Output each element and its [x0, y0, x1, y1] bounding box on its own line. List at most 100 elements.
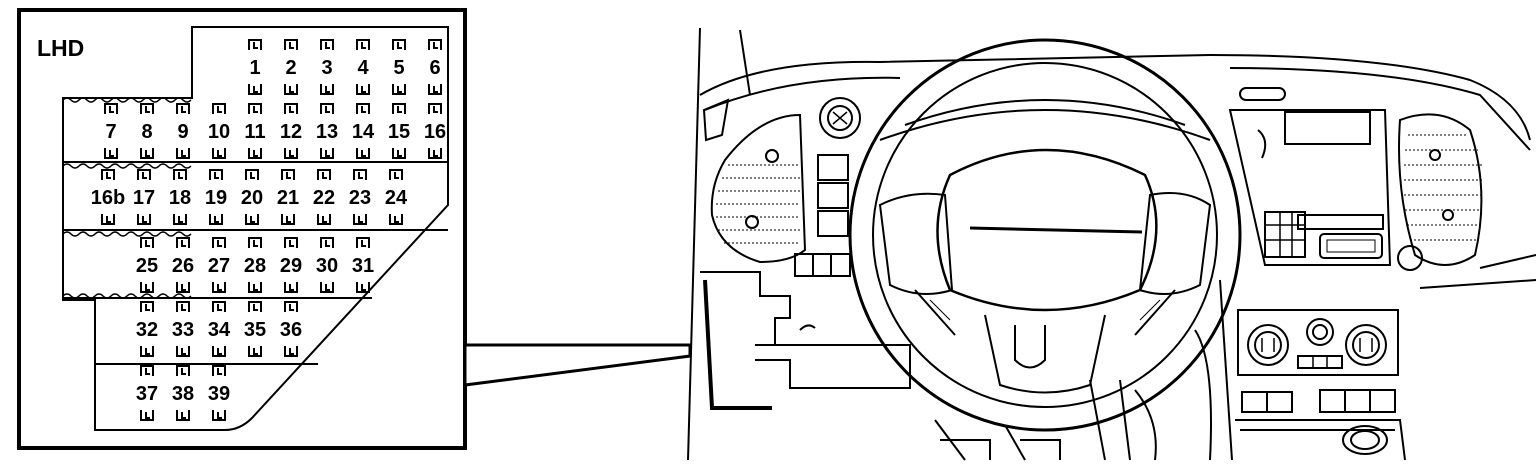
fuse-number: 30	[316, 255, 338, 277]
fuse-terminal	[389, 169, 403, 180]
fuse-terminal	[140, 410, 154, 421]
fuse-number: 23	[349, 187, 371, 209]
fuse-slot: 30	[316, 237, 338, 293]
fuse-slot: 22	[313, 169, 335, 225]
fuse-terminal	[248, 282, 262, 293]
fuse-number: 20	[241, 187, 263, 209]
fuse-number: 17	[133, 187, 155, 209]
fuse-number: 32	[136, 319, 158, 341]
fuse-terminal	[212, 346, 226, 357]
fuse-number: 25	[136, 255, 158, 277]
row-edge-texture	[62, 97, 192, 299]
fuse-terminal	[248, 103, 262, 114]
fuse-terminal	[356, 103, 370, 114]
fuse-terminal	[428, 148, 442, 159]
fuse-terminal	[392, 148, 406, 159]
fuse-number: 31	[352, 255, 374, 277]
fuse-terminal	[104, 103, 118, 114]
switch-column	[794, 154, 851, 277]
fuse-slot: 6	[428, 39, 442, 95]
fuse-terminal	[245, 214, 259, 225]
fuse-slot: 9	[176, 103, 190, 159]
fuse-number: 37	[136, 383, 158, 405]
left-speaker	[710, 113, 807, 264]
fuse-terminal	[320, 148, 334, 159]
fuse-terminal	[428, 39, 442, 50]
fuse-terminal	[317, 214, 331, 225]
fuse-number: 38	[172, 383, 194, 405]
fuse-number: 4	[357, 57, 369, 79]
fuse-terminal	[176, 301, 190, 312]
fuse-number: 11	[244, 121, 265, 143]
fuse-terminal	[176, 365, 190, 376]
fuse-terminal	[140, 346, 154, 357]
fuse-terminal	[284, 301, 298, 312]
fuse-number: 35	[244, 319, 266, 341]
fuse-terminal	[356, 39, 370, 50]
climate-controls	[1237, 309, 1399, 413]
fuse-terminal	[176, 103, 190, 114]
fuse-number: 29	[280, 255, 302, 277]
fuse-terminal	[176, 410, 190, 421]
fuse-terminal	[320, 103, 334, 114]
fuse-terminal	[176, 346, 190, 357]
fuse-terminal	[248, 148, 262, 159]
fuse-terminal	[392, 103, 406, 114]
right-speaker-grille	[1404, 134, 1484, 241]
fuse-number: 21	[277, 187, 299, 209]
fuse-terminal	[140, 103, 154, 114]
fuse-slot: 17	[133, 169, 155, 225]
fuse-slot: 34	[208, 301, 231, 357]
fuse-number: 13	[316, 121, 338, 143]
fuse-number: 12	[280, 121, 302, 143]
fuse-slot: 19	[205, 169, 227, 225]
fuse-slot: 21	[277, 169, 299, 225]
fuse-slot: 18	[169, 169, 191, 225]
fuse-terminal	[392, 39, 406, 50]
fuse-terminal	[212, 410, 226, 421]
fuse-slot: 27	[208, 237, 230, 293]
fuse-slot: 16b	[91, 169, 125, 225]
fuse-terminal	[320, 237, 334, 248]
fuse-number: 28	[244, 255, 266, 277]
fuse-terminal	[284, 39, 298, 50]
fuse-number: 36	[280, 319, 302, 341]
fuse-slot: 16	[424, 103, 446, 159]
fuse-terminal	[284, 148, 298, 159]
fuse-terminal	[140, 237, 154, 248]
fuse-number: 2	[285, 57, 296, 79]
fuse-slot: 5	[392, 39, 406, 95]
fuse-number: 18	[169, 187, 191, 209]
fuse-terminal	[176, 282, 190, 293]
fuse-terminal	[212, 282, 226, 293]
fuse-terminal	[209, 214, 223, 225]
fuse-slot: 33	[172, 301, 194, 357]
fuse-terminal	[353, 169, 367, 180]
fuse-box-outline	[62, 26, 449, 431]
fuse-number: 26	[172, 255, 194, 277]
fuse-slot: 7	[104, 103, 118, 159]
dashboard-illustration	[687, 27, 1536, 461]
fuse-terminal	[209, 169, 223, 180]
fuse-terminal	[317, 169, 331, 180]
fuse-number: 34	[208, 319, 231, 341]
fuse-terminal	[212, 301, 226, 312]
fuse-terminal	[284, 346, 298, 357]
fuse-slot: 14	[352, 103, 375, 159]
fuse-number: 22	[313, 187, 335, 209]
fuse-terminal	[212, 237, 226, 248]
fuse-slot: 13	[316, 103, 338, 159]
fuse-slot: 37	[136, 365, 158, 421]
fuse-number: 8	[141, 121, 152, 143]
fuse-slot: 1	[248, 39, 262, 95]
left-speaker-grille	[716, 164, 800, 244]
fuse-terminal	[248, 39, 262, 50]
fuse-slot: 35	[244, 301, 266, 357]
right-speaker	[1398, 113, 1483, 266]
center-stack	[1228, 87, 1423, 271]
fuse-number: 19	[205, 187, 227, 209]
fuse-terminal	[320, 39, 334, 50]
fuse-terminal	[281, 214, 295, 225]
